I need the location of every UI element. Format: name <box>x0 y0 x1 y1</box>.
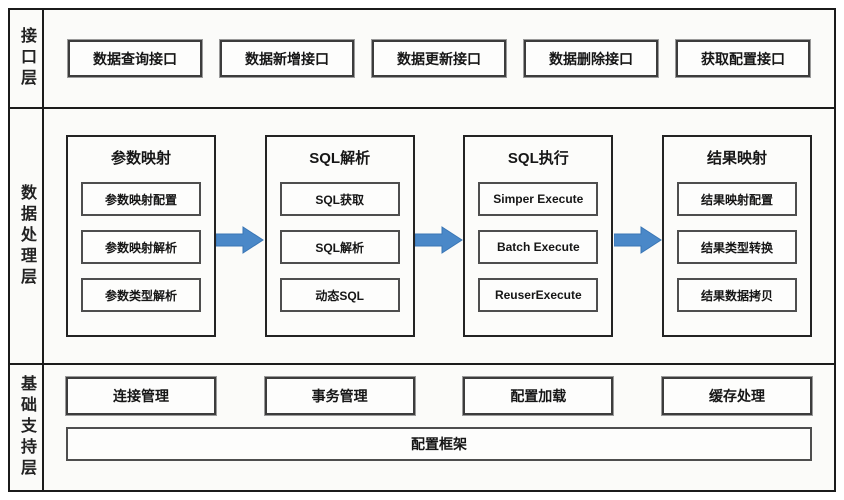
diagram-frame: 接口层 数据查询接口 数据新增接口 数据更新接口 数据删除接口 获取配置接口 数… <box>8 8 836 492</box>
support-layer: 基础支持层 连接管理 事务管理 配置加载 缓存处理 配置框架 <box>10 363 834 490</box>
group-item: 参数类型解析 <box>81 278 201 312</box>
group-param-mapping: 参数映射 参数映射配置 参数映射解析 参数类型解析 <box>66 135 216 337</box>
support-layer-content: 连接管理 事务管理 配置加载 缓存处理 配置框架 <box>44 365 834 490</box>
layer-label-text: 接口层 <box>18 27 35 90</box>
right-arrow-shape <box>414 226 463 254</box>
group-item: 参数映射配置 <box>81 182 201 216</box>
layer-label-text: 数据处理层 <box>18 183 35 289</box>
group-item: 结果类型转换 <box>676 230 797 264</box>
group-item: Batch Execute <box>478 230 599 264</box>
support-box-row: 连接管理 事务管理 配置加载 缓存处理 <box>65 376 813 416</box>
group-item: SQL获取 <box>279 182 400 216</box>
right-arrow-icon <box>216 225 265 255</box>
right-arrow-icon <box>613 225 662 255</box>
processing-layer-content: 参数映射 参数映射配置 参数映射解析 参数类型解析 SQL解析 SQL获取 SQ… <box>44 109 834 363</box>
interface-layer-content: 数据查询接口 数据新增接口 数据更新接口 数据删除接口 获取配置接口 <box>44 10 834 107</box>
interface-layer: 接口层 数据查询接口 数据新增接口 数据更新接口 数据删除接口 获取配置接口 <box>10 10 834 107</box>
layer-label-text: 基础支持层 <box>18 375 35 480</box>
processing-layer: 数据处理层 参数映射 参数映射配置 参数映射解析 参数类型解析 SQL解析 SQ… <box>10 107 834 363</box>
interface-box-getconfig: 获取配置接口 <box>675 39 811 78</box>
interface-layer-label: 接口层 <box>10 10 44 107</box>
interface-box-query: 数据查询接口 <box>67 39 203 78</box>
group-item: SQL解析 <box>279 230 400 264</box>
group-item: 结果映射配置 <box>676 182 797 216</box>
interface-box-update: 数据更新接口 <box>371 39 507 78</box>
group-title: 参数映射 <box>110 150 171 167</box>
group-result-mapping: 结果映射 结果映射配置 结果类型转换 结果数据拷贝 <box>661 135 812 337</box>
group-item: 结果数据拷贝 <box>676 278 797 312</box>
interface-box-delete: 数据删除接口 <box>523 39 659 78</box>
group-item: Simper Execute <box>478 182 599 216</box>
group-title: 结果映射 <box>706 150 767 167</box>
right-arrow-shape <box>216 226 265 254</box>
group-item: ReuserExecute <box>478 278 599 312</box>
support-box-config-load: 配置加载 <box>462 376 615 416</box>
group-sql-execute: SQL执行 Simper Execute Batch Execute Reuse… <box>463 135 614 337</box>
group-item: 动态SQL <box>279 278 400 312</box>
group-title: SQL执行 <box>507 150 569 167</box>
group-sql-parsing: SQL解析 SQL获取 SQL解析 动态SQL <box>264 135 415 337</box>
right-arrow-icon <box>414 225 463 255</box>
group-title: SQL解析 <box>309 150 371 167</box>
group-item: 参数映射解析 <box>81 230 201 264</box>
support-box-transaction: 事务管理 <box>263 376 416 416</box>
processing-layer-label: 数据处理层 <box>10 109 44 363</box>
config-framework-box: 配置框架 <box>66 427 812 461</box>
support-box-cache: 缓存处理 <box>660 376 813 416</box>
right-arrow-shape <box>613 226 662 254</box>
interface-box-insert: 数据新增接口 <box>219 39 355 78</box>
support-layer-label: 基础支持层 <box>10 365 44 490</box>
support-box-connection: 连接管理 <box>65 376 217 416</box>
